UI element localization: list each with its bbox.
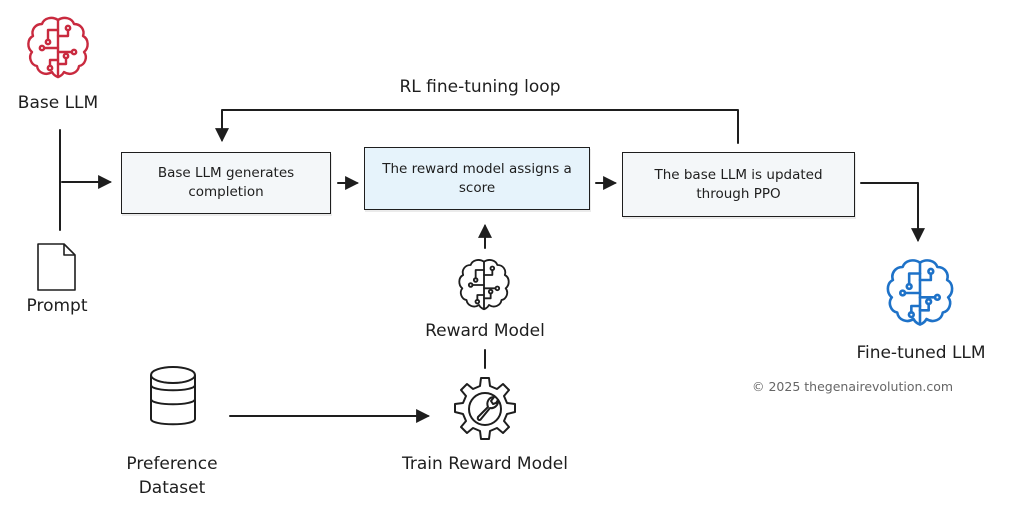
train-reward-model-label: Train Reward Model	[402, 454, 568, 474]
step-assign-score: The reward model assigns a score	[364, 147, 590, 210]
step-generate-completion-text: Base LLM generates completion	[157, 165, 295, 200]
loop-back-arrow	[215, 109, 739, 144]
step-assign-score-text: The reward model assigns a score	[382, 160, 572, 196]
step-ppo-update-text: The base LLM is updated through PPO	[654, 166, 823, 202]
step-generate-completion: Base LLM generates completion	[121, 152, 331, 214]
preference-dataset-label: Preference Dataset	[126, 454, 218, 498]
document-icon	[37, 243, 76, 291]
database-icon	[150, 366, 196, 426]
step3-to-finetuned-arrow	[860, 182, 925, 243]
fine-tuned-llm-label: Fine-tuned LLM	[856, 343, 986, 363]
brain-circuit-icon	[458, 259, 510, 311]
reward-model-label: Reward Model	[425, 321, 545, 341]
gear-wrench-icon	[454, 377, 516, 440]
copyright-notice: © 2025 thegenairevolution.com	[752, 379, 954, 394]
loop-label: RL fine-tuning loop	[399, 77, 561, 97]
brain-circuit-icon	[27, 16, 89, 79]
base-llm-label: Base LLM	[17, 93, 99, 113]
prompt-label: Prompt	[26, 296, 88, 316]
step-ppo-update: The base LLM is updated through PPO	[622, 152, 855, 217]
brain-circuit-icon	[886, 259, 954, 326]
